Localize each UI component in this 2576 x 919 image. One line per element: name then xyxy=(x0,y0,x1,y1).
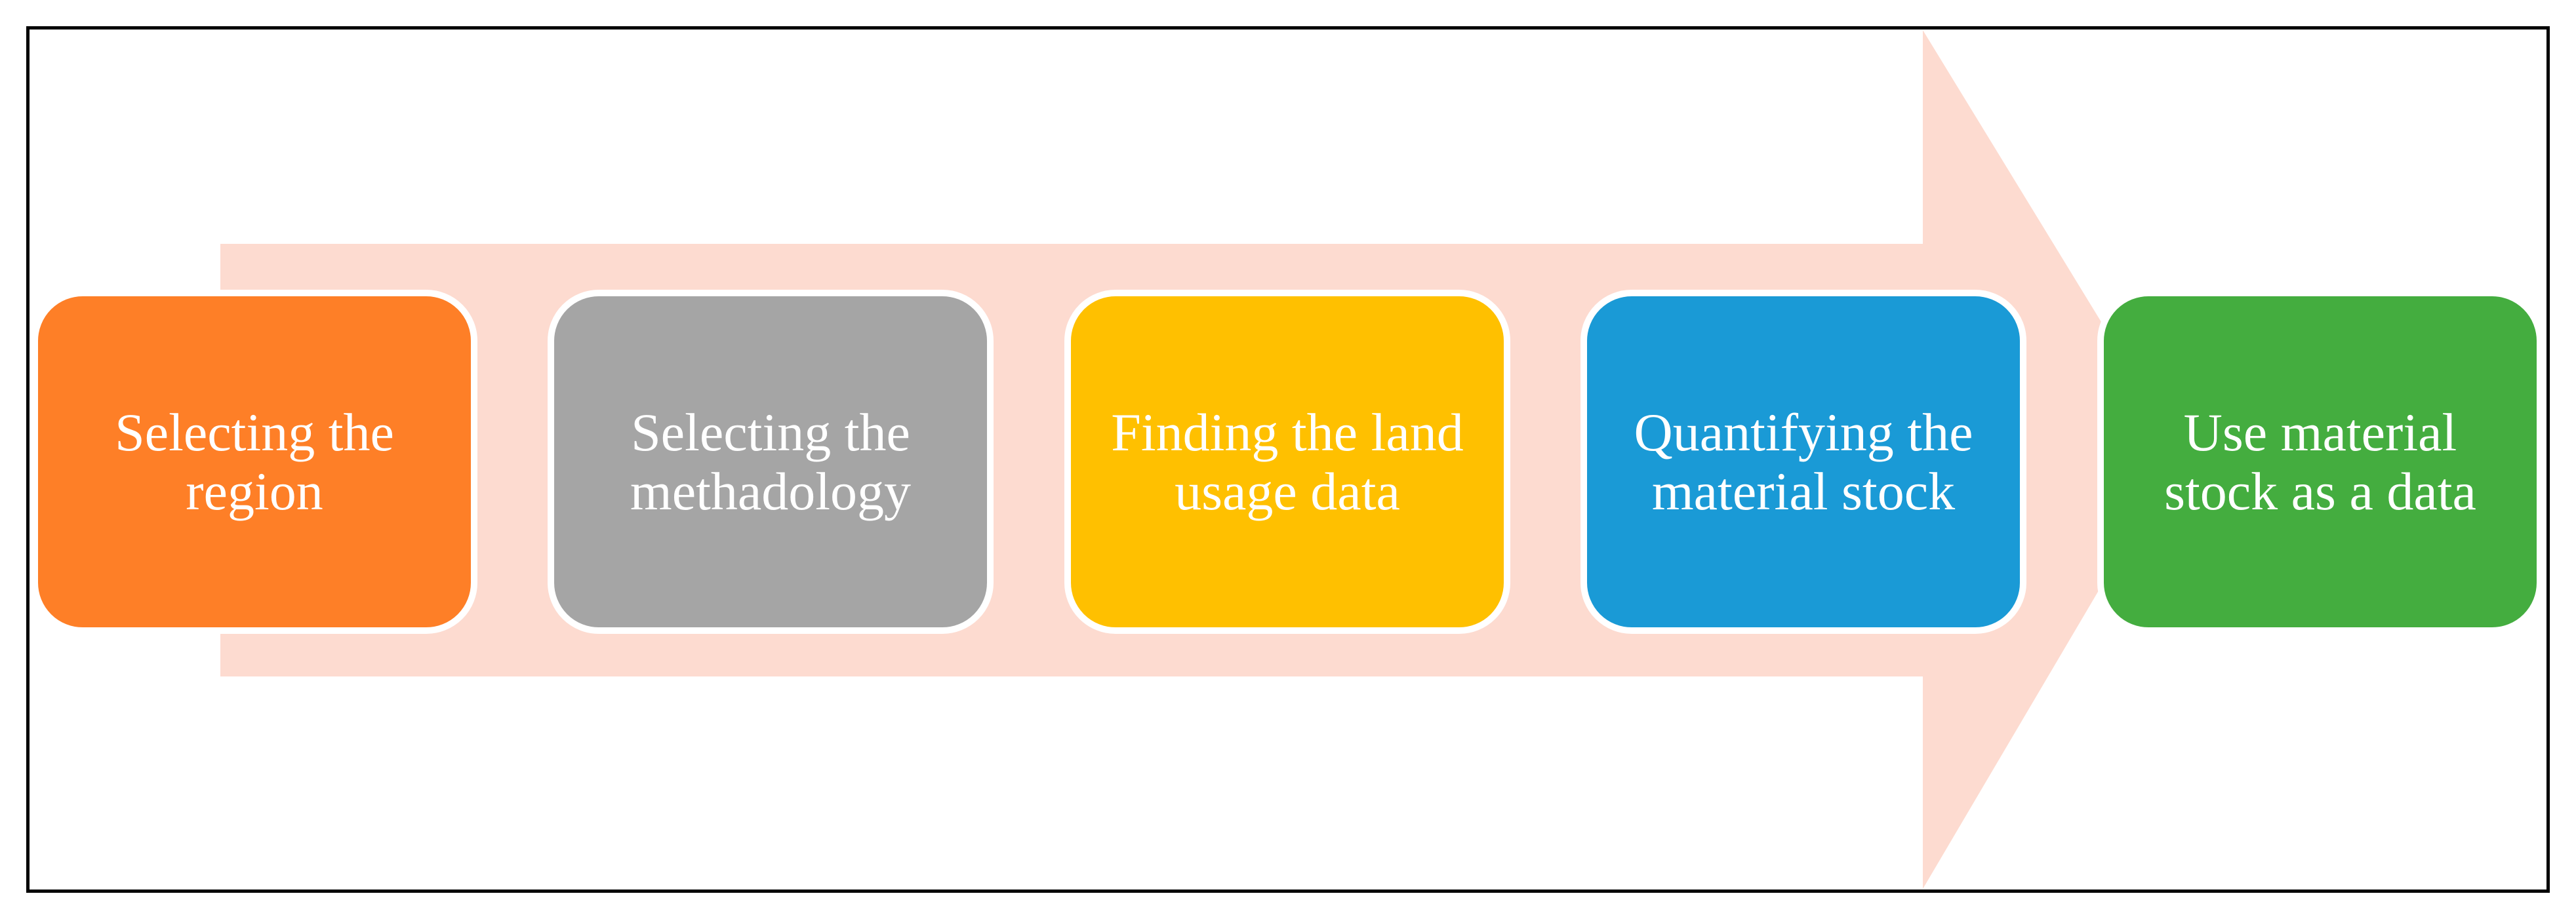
step-label: Use material stock as a data xyxy=(2164,402,2476,521)
step-selecting-region: Selecting the region xyxy=(31,290,477,634)
step-use-stock-data: Use material stock as a data xyxy=(2097,290,2543,634)
step-label: Selecting the region xyxy=(115,402,394,521)
step-finding-land-usage: Finding the land usage data xyxy=(1064,290,1510,634)
step-label: Finding the land usage data xyxy=(1111,402,1464,521)
step-label: Quantifying the material stock xyxy=(1634,402,1973,521)
step-label: Selecting the methadology xyxy=(630,402,912,521)
step-selecting-methodology: Selecting the methadology xyxy=(548,290,994,634)
step-quantifying-stock: Quantifying the material stock xyxy=(1580,290,2026,634)
